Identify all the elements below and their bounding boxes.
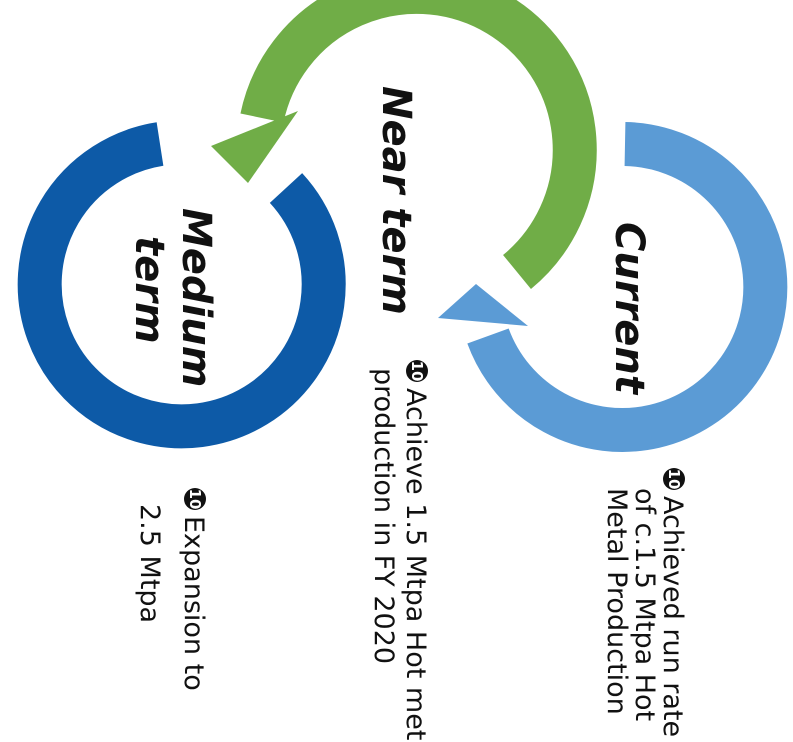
medium-term-milestone-line1: Expansion to (178, 516, 209, 691)
current-milestone-line3: Metal Production (601, 488, 632, 715)
current-milestone-line2: of c.1.5 Mtpa Hot (629, 488, 660, 721)
circled-number-icon: 10 (663, 468, 685, 490)
near-term-milestone-number: 10 (408, 361, 426, 382)
medium-term-milestone-line2: 2.5 Mtpa (134, 504, 165, 623)
current-arc (467, 122, 788, 452)
circled-number-icon: 10 (406, 360, 428, 382)
medium-term-label-line2: term (126, 236, 172, 344)
near-term-arc (240, 0, 597, 289)
medium-term-cycle-arrow (17, 122, 346, 449)
medium-term-arc (17, 122, 346, 449)
circled-number-icon: 10 (184, 488, 206, 510)
medium-term-milestone-number: 10 (186, 489, 204, 510)
current-milestone-number: 10 (665, 469, 683, 490)
near-term-milestone-line2: production in FY 2020 (368, 368, 399, 664)
medium-term-milestone: 10 Expansion to 2.5 Mtpa (134, 488, 209, 691)
current-milestone-line1: Achieved run rate (657, 496, 688, 737)
near-term-milestone-line1: Achieve 1.5 Mtpa Hot metal (400, 388, 431, 742)
current-milestone: 10 Achieved run rate of c.1.5 Mtpa Hot M… (601, 468, 688, 737)
medium-term-label-line1: Medium (173, 208, 219, 387)
near-term-cycle-arrow (211, 0, 597, 289)
current-cycle-arrow (438, 122, 788, 452)
current-label: Current (606, 222, 652, 396)
near-term-label: Near term (373, 86, 419, 315)
current-arrowhead (438, 284, 528, 326)
near-term-arrowhead (211, 111, 298, 183)
near-term-milestone: 10 Achieve 1.5 Mtpa Hot metal production… (368, 360, 431, 742)
